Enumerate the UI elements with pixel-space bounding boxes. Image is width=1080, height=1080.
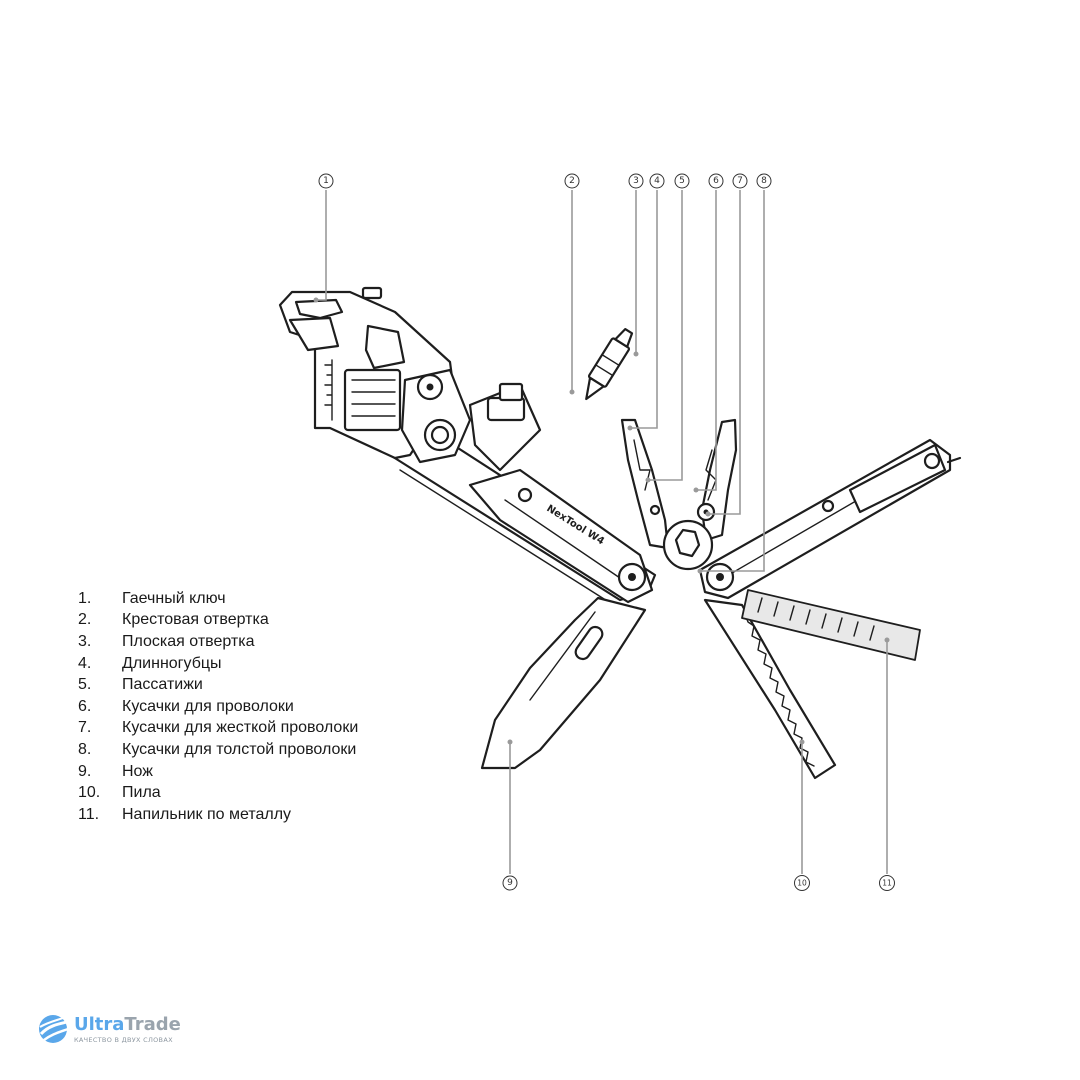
legend-item: 3. Плоская отвертка <box>78 631 358 653</box>
svg-text:4: 4 <box>654 176 660 186</box>
logo-tagline: КАЧЕСТВО В ДВУХ СЛОВАХ <box>74 1035 173 1044</box>
right-handle <box>698 438 962 600</box>
legend-item-label: Пила <box>122 784 161 802</box>
svg-text:1: 1 <box>323 176 329 186</box>
leader-dots <box>313 297 890 745</box>
svg-text:3: 3 <box>633 176 639 186</box>
legend-item-number: 4. <box>78 654 92 672</box>
callout-1: 1 <box>318 173 334 189</box>
pliers <box>620 418 738 571</box>
legend-item-number: 7. <box>78 719 92 737</box>
svg-text:7: 7 <box>737 176 743 186</box>
legend-item-number: 9. <box>78 762 92 780</box>
svg-text:10: 10 <box>797 879 807 888</box>
svg-text:5: 5 <box>679 176 685 186</box>
svg-text:6: 6 <box>713 176 719 186</box>
legend-item-number: 5. <box>78 676 92 694</box>
legend-item-number: 1. <box>78 589 92 607</box>
legend-item-label: Длинногубцы <box>122 654 222 672</box>
logo-name-part1: Ultra <box>74 1013 125 1035</box>
legend-item-number: 8. <box>78 740 92 758</box>
legend-item-label: Кусачки для толстой проволоки <box>122 740 357 758</box>
svg-text:11: 11 <box>882 879 892 888</box>
legend-item: 5. Пассатижи <box>78 674 358 696</box>
callout-7: 7 <box>732 173 748 189</box>
parts-legend: 1. Гаечный ключ 2. Крестовая отвертка 3. Плос… <box>78 588 358 826</box>
callout-4: 4 <box>649 173 665 189</box>
callout-10: 10 <box>794 875 810 891</box>
globe-logo-icon <box>39 1015 69 1043</box>
legend-item-number: 2. <box>78 611 92 629</box>
legend-item-number: 3. <box>78 632 92 650</box>
adjustable-wrench <box>278 286 542 472</box>
legend-item: 11. Напильник по металлу <box>78 804 358 826</box>
callout-9: 9 <box>502 875 518 891</box>
callout-2: 2 <box>564 173 580 189</box>
legend-item-label: Кусачки для проволоки <box>122 697 294 715</box>
logo-name-part2: Trade <box>124 1013 181 1035</box>
legend-item: 4. Длинногубцы <box>78 653 358 675</box>
legend-item: 7. Кусачки для жесткой проволоки <box>78 718 358 740</box>
legend-item-number: 11. <box>78 805 100 823</box>
legend-item: 6. Кусачки для проволоки <box>78 696 358 718</box>
callout-3: 3 <box>628 173 644 189</box>
legend-item: 10. Пила <box>78 782 358 804</box>
legend-item-label: Плоская отвертка <box>122 632 255 650</box>
legend-item: 1. Гаечный ключ <box>78 588 358 610</box>
legend-item: 9. Нож <box>78 761 358 783</box>
legend-item-number: 6. <box>78 697 92 715</box>
ultratrade-logo: UltraTrade КАЧЕСТВО В ДВУХ СЛОВАХ <box>36 1012 181 1046</box>
legend-item-label: Пассатижи <box>122 676 203 694</box>
knife-blade <box>480 596 647 770</box>
legend-item: 2. Крестовая отвертка <box>78 610 358 632</box>
legend-item-label: Нож <box>122 762 153 780</box>
legend-item-label: Кусачки для жесткой проволоки <box>122 719 359 737</box>
legend-item-label: Гаечный ключ <box>122 589 226 607</box>
svg-text:9: 9 <box>507 878 513 888</box>
leader-lines <box>316 190 888 874</box>
callout-6: 6 <box>708 173 724 189</box>
callout-11: 11 <box>879 875 895 891</box>
svg-text:8: 8 <box>761 176 767 186</box>
svg-text:2: 2 <box>569 176 575 186</box>
callout-5: 5 <box>674 173 690 189</box>
legend-item-label: Крестовая отвертка <box>122 611 269 629</box>
metal-file <box>741 589 921 661</box>
legend-item-number: 10. <box>78 784 101 802</box>
callout-8: 8 <box>756 173 772 189</box>
legend-item: 8. Кусачки для толстой проволоки <box>78 739 358 761</box>
legend-item-label: Напильник по металлу <box>122 805 292 823</box>
screwdriver-bit <box>585 327 634 401</box>
